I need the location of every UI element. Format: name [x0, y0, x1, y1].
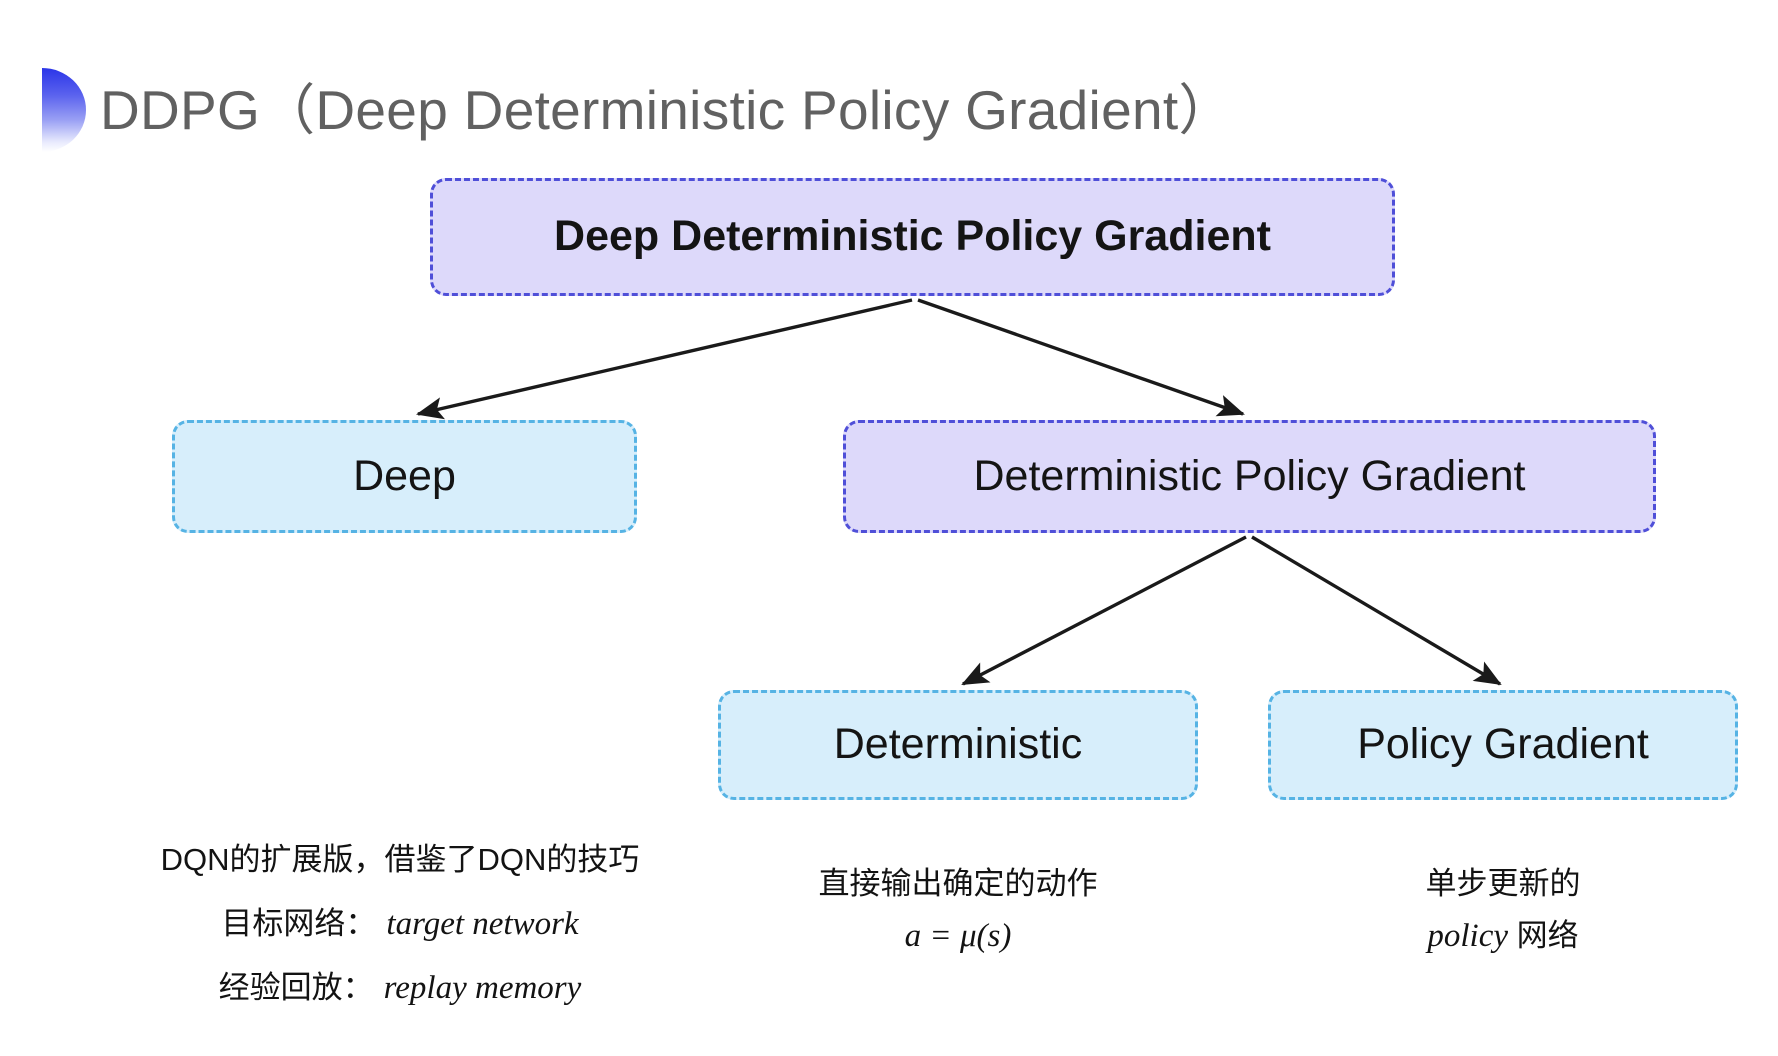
annotation-deterministic: 直接输出确定的动作 a = μ(s) [718, 862, 1198, 961]
annotation-deep-line3-value: replay memory [383, 969, 582, 1006]
annotation-policy-gradient-line2: policy 网络 [1268, 913, 1738, 961]
semicircle-bullet-icon [42, 68, 86, 152]
annotation-policy-gradient-suffix: 网络 [1508, 917, 1579, 953]
node-policy-gradient-label: Policy Gradient [1357, 720, 1649, 769]
node-deep[interactable]: Deep [172, 420, 637, 533]
annotation-deterministic-formula: a = μ(s) [904, 917, 1012, 954]
annotation-deep-line1: DQN的扩展版，借鉴了DQN的技巧 [160, 842, 640, 877]
edge-dpg-to-deterministic [961, 535, 1247, 686]
edge-dpg-to-policy-gradient [1251, 535, 1502, 686]
node-policy-gradient[interactable]: Policy Gradient [1268, 690, 1738, 800]
slide-title-row: DDPG（Deep Deterministic Policy Gradient） [42, 62, 1234, 158]
page-title: DDPG（Deep Deterministic Policy Gradient） [100, 78, 1234, 141]
node-deterministic-policy-gradient[interactable]: Deterministic Policy Gradient [843, 420, 1656, 533]
edge-root-to-deep [416, 298, 913, 420]
annotation-policy-gradient-line1: 单步更新的 [1425, 866, 1581, 901]
annotation-deep-line3: 经验回放：replay memory [120, 965, 680, 1013]
node-deterministic-label: Deterministic [833, 720, 1083, 769]
node-root[interactable]: Deep Deterministic Policy Gradient [430, 178, 1395, 296]
edge-root-to-dpg [917, 298, 1245, 417]
annotation-deep-line2: 目标网络：target network [120, 901, 680, 949]
node-root-label: Deep Deterministic Policy Gradient [554, 212, 1271, 261]
annotation-deterministic-line1: 直接输出确定的动作 [818, 866, 1098, 901]
node-deterministic[interactable]: Deterministic [718, 690, 1198, 800]
annotation-deep-line2-label: 目标网络： [221, 905, 377, 941]
annotation-deep-line2-value: target network [386, 905, 579, 942]
annotation-policy-gradient: 单步更新的 policy 网络 [1268, 862, 1738, 961]
annotation-policy-gradient-value: policy [1427, 917, 1508, 954]
node-deep-label: Deep [353, 451, 456, 500]
node-dpg-label: Deterministic Policy Gradient [973, 451, 1526, 500]
annotation-deep-line3-label: 经验回放： [218, 969, 374, 1005]
annotation-deep: DQN的扩展版，借鉴了DQN的技巧 目标网络：target network 经验… [120, 838, 680, 1013]
